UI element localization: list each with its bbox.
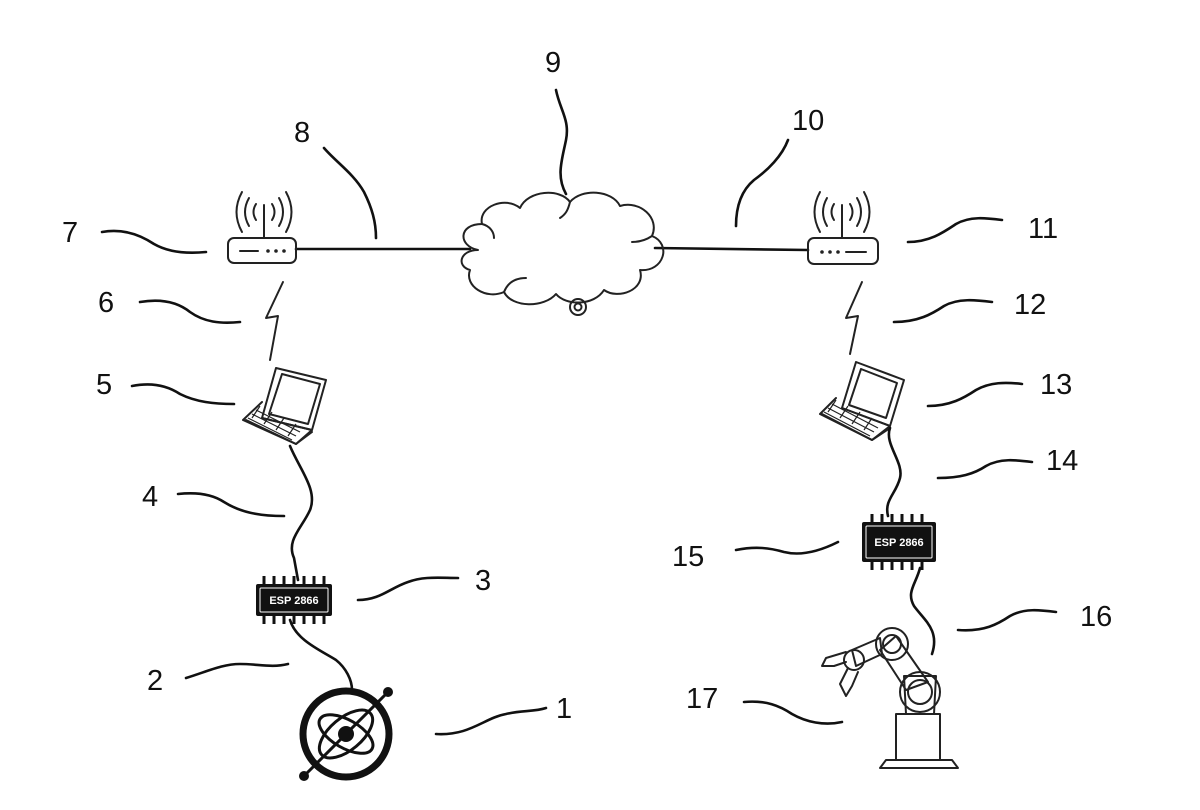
leader-5: [132, 384, 234, 404]
label-7: 7: [62, 217, 78, 249]
label-3: 3: [475, 565, 491, 597]
label-4: 4: [142, 481, 158, 513]
label-8: 8: [294, 117, 310, 149]
leader-13: [928, 383, 1022, 406]
wired-link-cloud-to-router-right: [655, 248, 808, 250]
label-12: 12: [1014, 289, 1046, 321]
label-13: 13: [1040, 369, 1072, 401]
esp-chip-left-label: ESP 2866: [269, 595, 318, 607]
leader-8: [324, 148, 376, 238]
leader-3: [358, 578, 458, 600]
leader-17: [744, 702, 842, 724]
cable-esp-right-to-robot: [911, 568, 934, 654]
leader-4: [178, 493, 284, 516]
label-1: 1: [556, 693, 572, 725]
leader-14: [938, 460, 1032, 478]
laptop-right-icon: [820, 362, 904, 440]
leader-16: [958, 610, 1056, 630]
cable-laptop-right-to-esp: [887, 428, 900, 516]
label-17: 17: [686, 683, 718, 715]
cable-laptop-left-to-esp: [290, 446, 312, 580]
robot-arm-icon: [822, 628, 958, 768]
wireless-signal-left-icon: [266, 282, 283, 360]
label-10: 10: [792, 105, 824, 137]
orbital-sensor-icon: [299, 687, 393, 781]
laptop-left-icon: [243, 368, 326, 444]
label-11: 11: [1028, 213, 1058, 245]
leader-12: [894, 300, 992, 322]
leader-15: [736, 542, 838, 554]
esp-chip-right-label: ESP 2866: [874, 537, 923, 549]
label-15: 15: [672, 541, 704, 573]
wifi-router-right-icon: [808, 192, 878, 264]
leader-1: [436, 708, 546, 734]
label-16: 16: [1080, 601, 1112, 633]
leader-7: [102, 231, 206, 253]
cloud-icon: [462, 193, 664, 315]
label-9: 9: [545, 47, 561, 79]
label-2: 2: [147, 665, 163, 697]
leader-10: [736, 140, 788, 226]
leader-6: [140, 301, 240, 323]
label-6: 6: [98, 287, 114, 319]
cable-esp-left-to-sensor: [290, 620, 352, 690]
wireless-signal-right-icon: [846, 282, 862, 354]
wifi-router-left-icon: [228, 192, 296, 263]
leader-lines: [102, 90, 1056, 734]
label-14: 14: [1046, 445, 1078, 477]
leader-2: [186, 664, 288, 678]
leader-11: [908, 218, 1002, 242]
leader-9: [556, 90, 567, 194]
label-5: 5: [96, 369, 112, 401]
